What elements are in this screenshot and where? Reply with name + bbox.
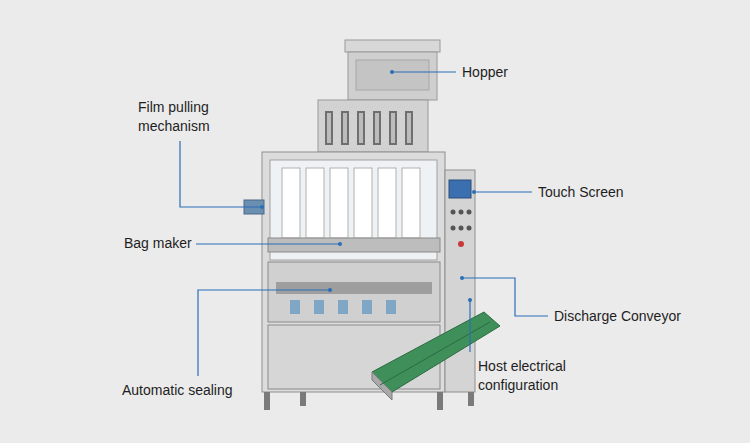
part-label: Host electrical configuration — [478, 357, 596, 395]
part-label: Automatic sealing — [122, 381, 282, 400]
part-label: Touch Screen — [538, 183, 688, 202]
part-label: Bag maker — [124, 234, 234, 253]
part-label: Discharge Conveyor — [554, 307, 724, 326]
part-label: Hopper — [462, 63, 582, 82]
part-label: Film pulling mechanism — [138, 98, 238, 136]
